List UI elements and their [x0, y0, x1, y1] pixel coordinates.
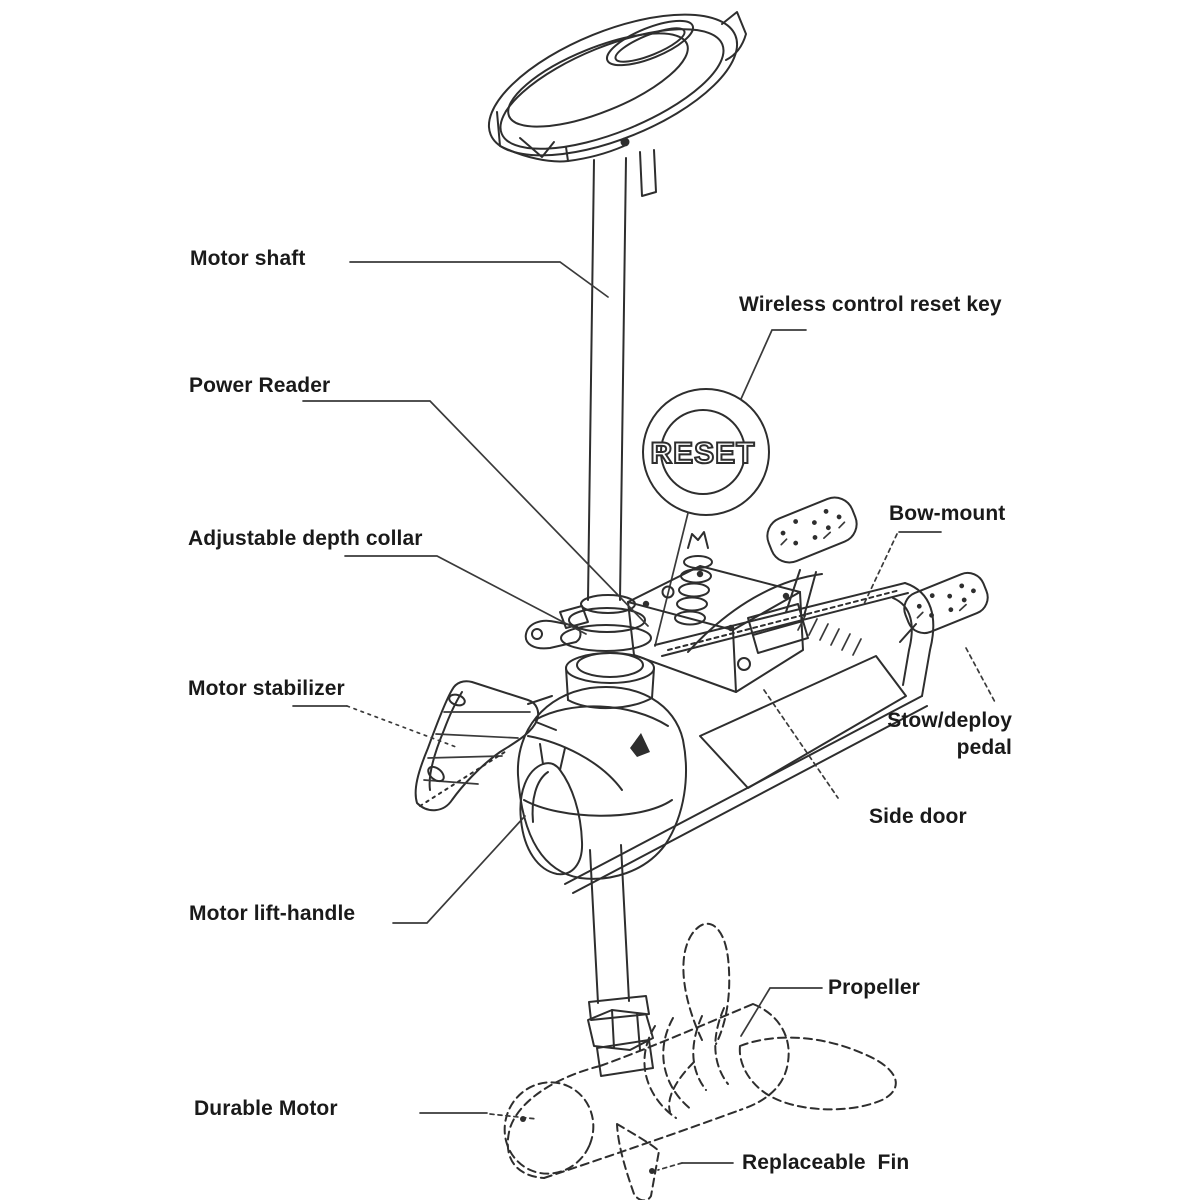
leader-durable-motor-dash: [489, 1113, 538, 1120]
motor-shaft-drawing: [587, 149, 657, 601]
pedal-one-drawing: [766, 496, 858, 564]
motor-stabilizer-drawing: [414, 680, 557, 812]
leader-motor-shaft: [349, 261, 609, 298]
label-power-reader: Power Reader: [189, 374, 331, 397]
pedal-one-arm-drawing: [747, 569, 817, 654]
leader-lift-handle: [392, 815, 526, 924]
label-wireless-reset: Wireless control reset key: [739, 293, 1002, 316]
fin-drawing: [616, 1123, 660, 1200]
label-stow-deploy-pedal: Stow/deploy pedal: [887, 707, 1012, 761]
lift-handle-drawing: [519, 743, 584, 876]
label-depth-collar: Adjustable depth collar: [188, 527, 423, 550]
leader-fin-dot: [649, 1168, 655, 1174]
leader-stow-deploy: [965, 647, 997, 705]
leader-propeller: [740, 987, 823, 1037]
leader-bow-mount: [863, 533, 898, 605]
motor-mount-body-drawing: [516, 652, 687, 880]
leader-wireless-reset: [740, 329, 807, 400]
reset-button-text: RESET: [650, 437, 755, 470]
label-lift-handle: Motor lift-handle: [189, 902, 356, 925]
motor-body-drawing: [503, 1003, 790, 1179]
pedal-two-arm-line: [899, 623, 917, 643]
leader-side-door: [763, 689, 839, 799]
leader-stabilizer: [346, 705, 457, 748]
bow-mount-drawing: [564, 573, 935, 894]
leader-lines: [292, 261, 997, 1174]
leader-depth-collar: [344, 555, 587, 635]
propeller-drawing: [668, 922, 897, 1113]
leader-durable-motor-dot: [520, 1116, 526, 1122]
label-stow-deploy-line2: pedal: [956, 736, 1012, 759]
lower-shaft-drawing: [589, 844, 630, 1004]
label-bow-mount: Bow-mount: [889, 502, 1006, 525]
antenna-coil-drawing: [674, 531, 713, 626]
motor-head-drawing: [487, 11, 747, 163]
label-propeller: Propeller: [828, 976, 920, 999]
label-side-door: Side door: [869, 805, 967, 828]
label-motor-stabilizer: Motor stabilizer: [188, 677, 345, 700]
label-durable-motor: Durable Motor: [194, 1097, 338, 1120]
leader-fin-dash: [657, 1162, 683, 1171]
shaft-coupler-drawing: [587, 995, 654, 1077]
pedal-two-drawing: [903, 571, 989, 635]
reset-key-drawing: RESET: [642, 388, 770, 647]
leader-power-reader: [302, 400, 649, 627]
label-replaceable-fin: Replaceable Fin: [742, 1151, 910, 1174]
label-motor-shaft: Motor shaft: [190, 247, 306, 270]
label-stow-deploy-line1: Stow/deploy: [887, 709, 1012, 732]
head-pivot-dot: [620, 137, 630, 147]
